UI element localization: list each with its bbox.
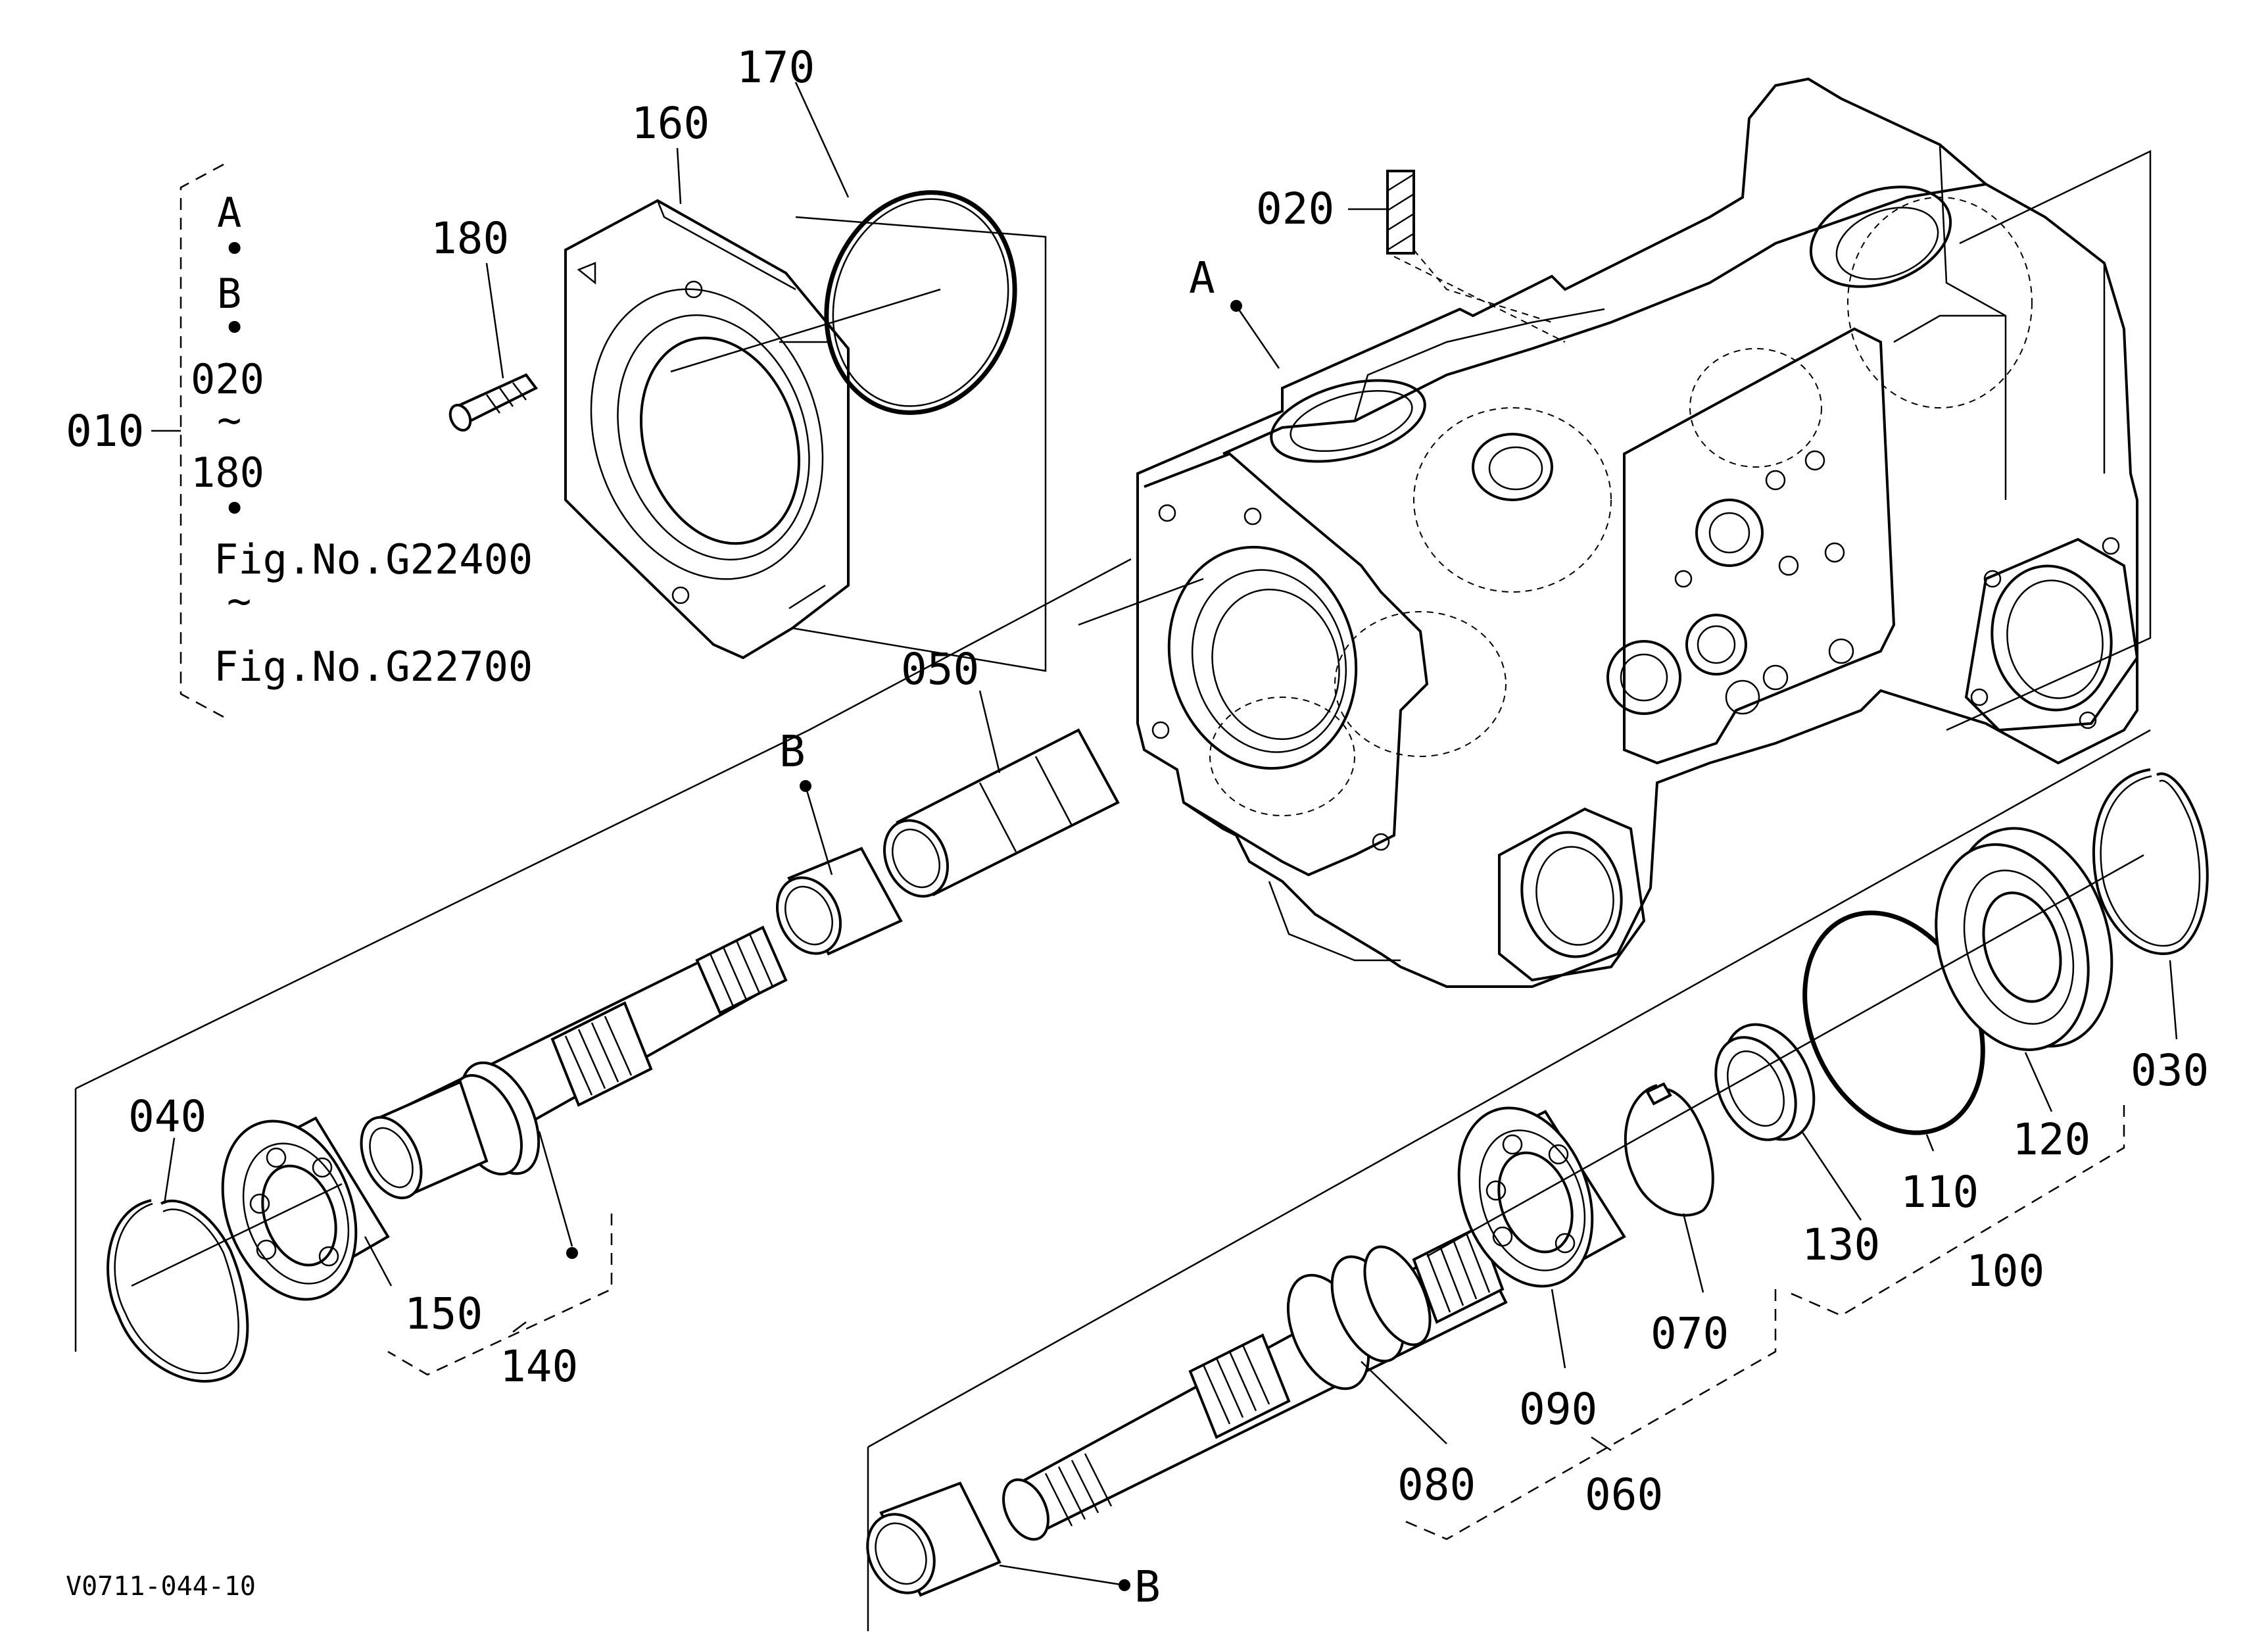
ball-bearing-lower [1457,1106,1626,1288]
callout-140: 140 [500,1341,578,1392]
callout-180: 180 [431,213,509,264]
callout-010: 010 [66,406,144,456]
snap-ring-lower [1624,1084,1714,1217]
callout-170: 170 [736,42,815,93]
callout-160: 160 [631,98,710,149]
group-010-line: B [217,270,241,318]
shaft-upper [360,925,788,1200]
callout-110: 110 [1900,1167,1979,1217]
group-010-line: • [222,304,247,352]
seal-cover [1935,827,2113,1051]
group-010-line: 020 [191,355,264,403]
group-010-line: A [217,189,241,237]
group-010-line: ~ [227,577,251,625]
ref-b-upper: B [779,726,806,777]
callout-040: 040 [128,1091,206,1142]
o-ring [824,190,1017,415]
callout-150: 150 [404,1289,483,1339]
ref-b-lower: B [1134,1561,1161,1612]
callout-050: 050 [901,644,979,695]
dowel-pin [1386,170,1415,255]
main-housing [1136,77,2139,988]
group-010-contents: A • B • 020 ~ 180 • Fig.No.G22400 ~ Fig.… [191,189,533,691]
snap-ring-upper [107,1199,249,1383]
callout-090: 090 [1519,1384,1597,1435]
shaft-lower [1002,1225,1508,1541]
group-010-line: Fig.No.G22700 [214,643,533,691]
oil-seal [1714,1023,1816,1141]
callout-030: 030 [2131,1045,2209,1096]
group-010-line: ~ [217,396,241,444]
ball-bearing-upper [221,1116,390,1301]
bushing-lower [866,1481,1001,1597]
group-010-line: • [222,225,247,273]
callout-070: 070 [1651,1308,1729,1359]
sleeve [882,728,1120,898]
callout-120: 120 [2012,1114,2090,1165]
callout-060: 060 [1585,1469,1663,1520]
cover-plate [564,199,850,660]
group-010-line: Fig.No.G22400 [214,535,533,583]
socket-bolt [448,373,539,432]
callout-020: 020 [1256,184,1334,234]
bushing-upper [775,847,903,956]
group-010-line: • [222,485,247,533]
group-010-bracket [151,163,224,718]
leader-lines [163,82,2178,1591]
callout-100: 100 [1966,1246,2044,1296]
figure-id: V0711-044-10 [66,1571,256,1602]
callout-080: 080 [1397,1460,1476,1510]
ref-a-housing: A [1189,253,1215,303]
group-010-line: 180 [191,449,264,497]
callout-130: 130 [1802,1219,1880,1270]
snap-ring-right [2092,768,2209,955]
